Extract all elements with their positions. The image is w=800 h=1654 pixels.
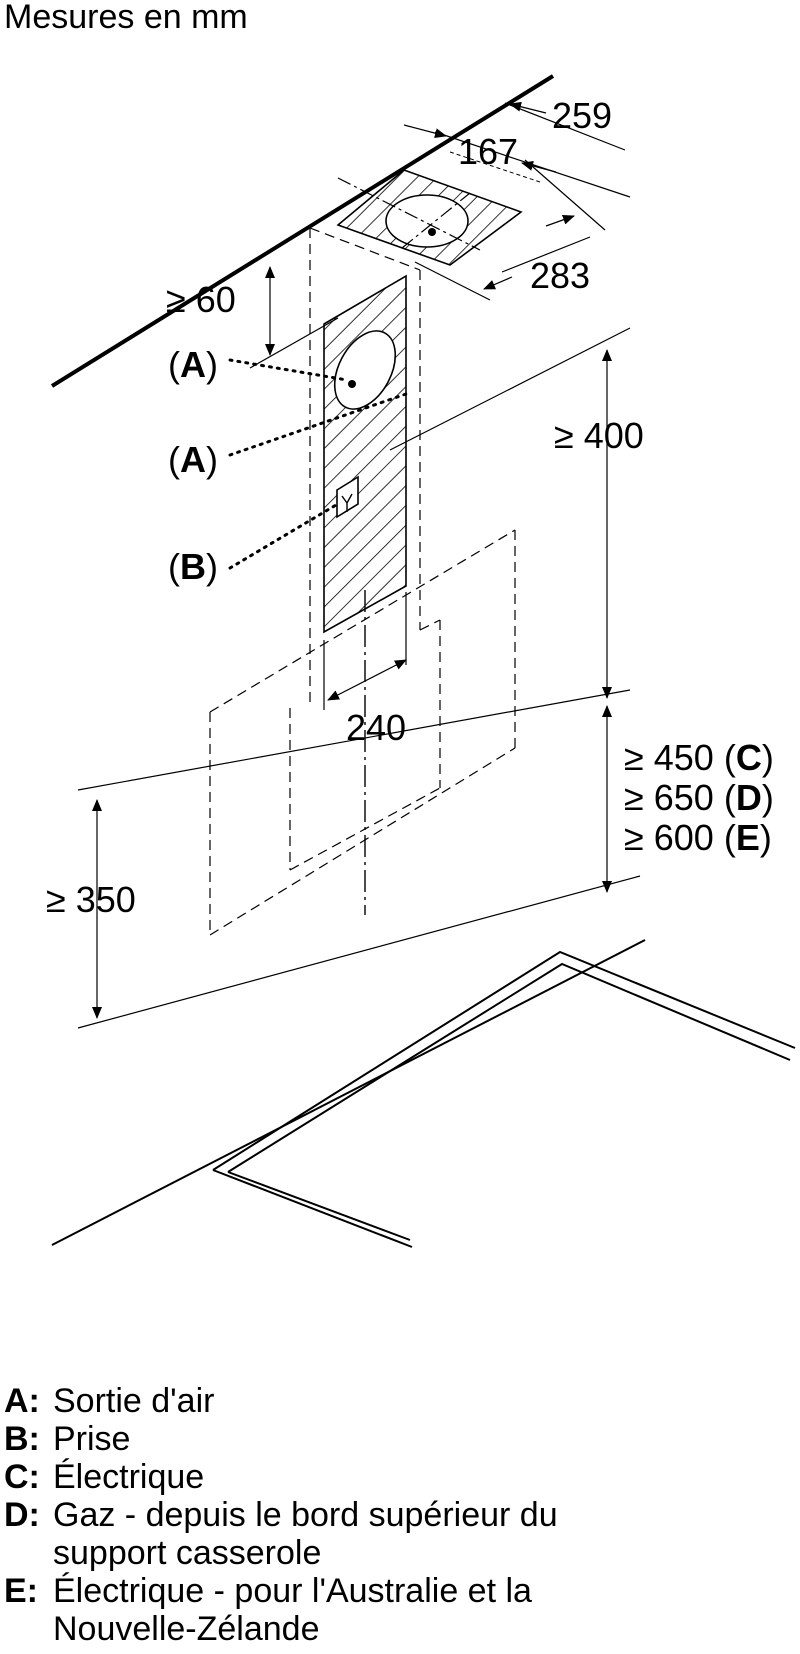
callout-b: (B) xyxy=(168,546,218,587)
level-lines xyxy=(77,327,641,1029)
legend-key: A: xyxy=(4,1382,40,1420)
legend-item-a: A: Sortie d'air xyxy=(4,1382,214,1420)
legend-text: support casserole xyxy=(53,1534,321,1572)
svg-text:≥ 650 (D): ≥ 650 (D) xyxy=(624,777,774,818)
dim-60-lines xyxy=(249,266,339,369)
dim-240: 240 xyxy=(346,707,406,748)
callout-a-2: (A) xyxy=(168,439,218,480)
chimney-outline xyxy=(209,227,516,936)
legend-text: Nouvelle-Zélande xyxy=(53,1610,320,1648)
socket-icon xyxy=(336,475,359,519)
clearance-code: D xyxy=(736,777,762,818)
clearance-value: ≥ 600 xyxy=(624,817,714,858)
legend-key: D: xyxy=(4,1496,40,1534)
legend-text: Gaz - depuis le bord supérieur du xyxy=(53,1496,558,1534)
svg-text:≥ 450 (C): ≥ 450 (C) xyxy=(624,737,774,778)
legend-item-b: B: Prise xyxy=(4,1420,130,1458)
dim-283: 283 xyxy=(530,255,590,296)
legend-item-c: C: Électrique xyxy=(4,1458,204,1496)
callout-code: A xyxy=(180,439,206,480)
clearance-value: ≥ 650 xyxy=(624,777,714,818)
legend-item-d: D: Gaz - depuis le bord supérieur du sup… xyxy=(4,1496,558,1572)
legend-key: E: xyxy=(4,1572,38,1610)
ceiling-line xyxy=(50,74,555,388)
dim-259: 259 xyxy=(552,95,612,136)
svg-text:(A): (A) xyxy=(168,439,218,480)
svg-text:(B): (B) xyxy=(168,546,218,587)
callout-code: B xyxy=(180,546,206,587)
top-dimension-lines xyxy=(403,101,631,301)
callout-leaders xyxy=(228,358,408,570)
svg-text:≥ 600 (E): ≥ 600 (E) xyxy=(624,817,772,858)
clearance-value: ≥ 450 xyxy=(624,737,714,778)
legend-text: Électrique xyxy=(53,1458,204,1496)
dim-167: 167 xyxy=(458,131,518,172)
legend-key: B: xyxy=(4,1420,40,1458)
legend-text: Prise xyxy=(53,1420,130,1458)
legend-item-e: E: Électrique - pour l'Australie et la N… xyxy=(4,1572,532,1648)
dim-350: ≥ 350 xyxy=(46,879,136,920)
dim-60: ≥ 60 xyxy=(166,279,236,320)
callout-code: A xyxy=(180,344,206,385)
ceiling-plate xyxy=(336,151,541,266)
callout-a-1: (A) xyxy=(168,344,218,385)
diagram-title: Mesures en mm xyxy=(4,0,248,36)
legend: A: Sortie d'air B: Prise C: Électrique D… xyxy=(4,1382,558,1648)
clearance-d: ≥ 650 (D) xyxy=(624,777,774,818)
legend-text: Électrique - pour l'Australie et la xyxy=(53,1572,532,1610)
clearance-code: E xyxy=(736,817,760,858)
svg-text:(A): (A) xyxy=(168,344,218,385)
clearance-code: C xyxy=(736,737,762,778)
clearance-c: ≥ 450 (C) xyxy=(624,737,774,778)
clearance-e: ≥ 600 (E) xyxy=(624,817,772,858)
dim-240-lines xyxy=(323,592,407,710)
legend-text: Sortie d'air xyxy=(53,1382,214,1420)
cooktop xyxy=(51,939,796,1248)
dim-400: ≥ 400 xyxy=(554,415,644,456)
wall-installation-area xyxy=(323,274,407,634)
legend-key: C: xyxy=(4,1458,40,1496)
